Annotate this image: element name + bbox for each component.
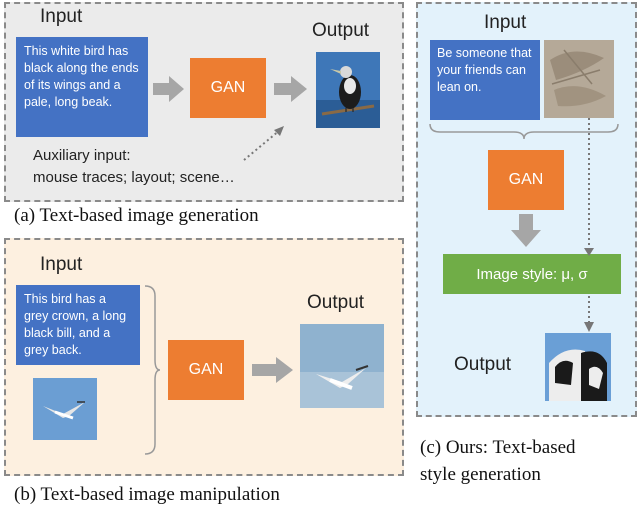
- panel-c-gan-label: GAN: [508, 171, 544, 188]
- panel-a-text: This white bird has black along the ends…: [24, 44, 139, 109]
- panel-c-style-box: Image style: μ, σ: [443, 254, 621, 294]
- panel-c-output-title: Output: [454, 354, 512, 375]
- panel-b-input-title: Input: [40, 254, 83, 275]
- panel-c-brace: [429, 123, 619, 140]
- panel-a-aux-arrow: [243, 126, 284, 161]
- panel-b-output-title: Output: [307, 292, 365, 313]
- panel-b-caption: (b) Text-based image manipulation: [14, 484, 280, 505]
- panel-b-input-image: [33, 378, 97, 440]
- panel-c-text: Be someone that your friends can lean on…: [437, 46, 532, 94]
- panel-c-caption-line2: style generation: [420, 464, 541, 485]
- panel-b-brace: [144, 285, 161, 455]
- panel-b-arrow: [252, 357, 293, 383]
- panel-a-input-title: Input: [40, 6, 83, 27]
- panel-c-arrow-down: [511, 214, 541, 247]
- panel-b-gan-box: GAN: [168, 340, 244, 400]
- panel-a-caption: (a) Text-based image generation: [14, 205, 259, 226]
- panel-c-text-box: Be someone that your friends can lean on…: [430, 40, 540, 120]
- panel-c-style-image: [544, 40, 614, 118]
- panel-c-output-image: [545, 333, 611, 401]
- panel-c-caption-line1: (c) Ours: Text-based: [420, 437, 576, 458]
- panel-b-gan-label: GAN: [188, 361, 224, 378]
- panel-a-output-image: [316, 52, 380, 128]
- panel-c-gan-box: GAN: [488, 150, 564, 210]
- panel-a-output-title: Output: [312, 20, 370, 41]
- panel-a-aux-line2: mouse traces; layout; scene…: [33, 169, 235, 186]
- panel-a-arrow-2: [274, 76, 307, 102]
- panel-b-text-box: This bird has a grey crown, a long black…: [16, 285, 140, 365]
- panel-c-input-title: Input: [484, 12, 527, 33]
- panel-b-text: This bird has a grey crown, a long black…: [24, 292, 127, 357]
- panel-c-style-label: Image style: μ, σ: [476, 265, 588, 283]
- panel-a-arrow-1: [153, 76, 184, 102]
- panel-a-gan-label: GAN: [210, 79, 246, 96]
- panel-b-output-image: [300, 324, 384, 408]
- panel-c-dotted-connector: [584, 118, 594, 332]
- panel-a-aux-line1: Auxiliary input:: [33, 147, 131, 164]
- panel-a-gan-box: GAN: [190, 58, 266, 118]
- panel-a-text-box: This white bird has black along the ends…: [16, 37, 148, 137]
